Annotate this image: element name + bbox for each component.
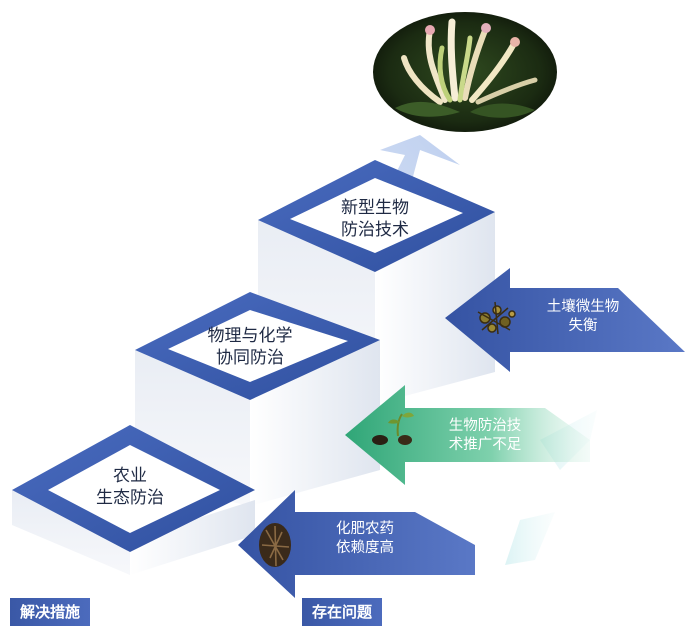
- problem-2-line2: 术推广不足: [448, 436, 522, 453]
- step-3-line1: 新型生物: [341, 198, 409, 218]
- step-2-line1: 物理与化学: [207, 326, 293, 346]
- problem-1-label: 土壤微生物 失衡: [528, 298, 638, 336]
- step-3-line2: 防治技术: [341, 220, 409, 241]
- seedling-icon: [372, 412, 414, 445]
- soil-microbe-icon: [477, 301, 516, 335]
- problem-arrow-3: [238, 490, 555, 598]
- problem-2-line1: 生物防治技: [448, 418, 522, 434]
- problem-3-label: 化肥农药 依赖度高: [310, 520, 420, 558]
- honeysuckle-photo: [373, 12, 557, 132]
- step-2-block: [135, 292, 380, 506]
- solutions-tag: 解决措施: [10, 598, 91, 626]
- problem-3-line2: 依赖度高: [336, 539, 394, 556]
- step-1-line1: 农业: [113, 466, 147, 486]
- problem-1-line1: 土壤微生物: [546, 299, 620, 315]
- problem-1-line2: 失衡: [568, 317, 598, 334]
- problem-2-label: 生物防治技 术推广不足: [425, 417, 545, 455]
- step-3-label: 新型生物 防治技术: [315, 197, 435, 241]
- soil-roots-icon: [259, 523, 291, 567]
- step-1-line2: 生态防治: [96, 488, 164, 509]
- problem-arrow-2: [345, 385, 597, 485]
- step-1-block: [12, 425, 255, 575]
- step-2-line2: 协同防治: [216, 348, 284, 369]
- problems-tag: 存在问题: [302, 598, 383, 626]
- problem-arrow-1: [445, 268, 685, 372]
- step-1-label: 农业 生态防治: [80, 465, 180, 509]
- step-2-label: 物理与化学 协同防治: [190, 325, 310, 369]
- problem-3-line1: 化肥农药: [336, 521, 394, 537]
